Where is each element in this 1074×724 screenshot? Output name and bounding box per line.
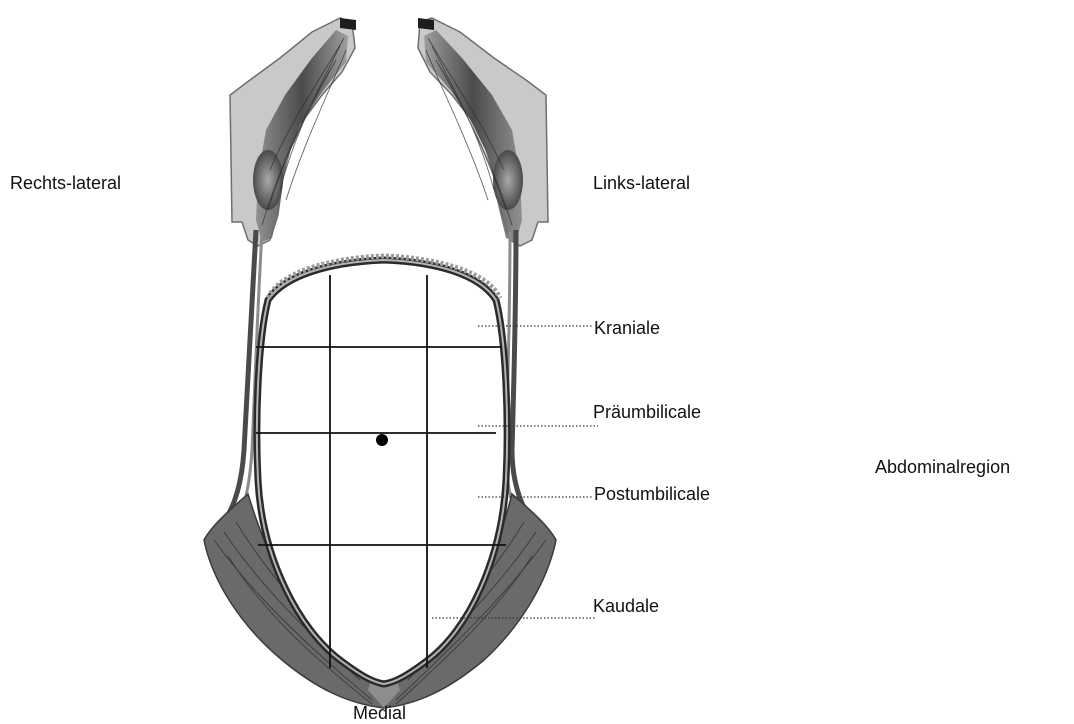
label-abdominal-region: Abdominalregion — [875, 457, 1010, 477]
label-preumbilical: Präumbilicale — [593, 402, 701, 422]
label-medial: Medial — [353, 703, 406, 723]
label-cranial: Kraniale — [594, 318, 660, 338]
label-left-lateral: Links-lateral — [593, 173, 690, 193]
label-right-lateral: Rechts-lateral — [10, 173, 121, 193]
label-postumbilical: Postumbilicale — [594, 484, 710, 504]
umbilicus-dot — [376, 434, 388, 446]
label-caudal: Kaudale — [593, 596, 659, 616]
